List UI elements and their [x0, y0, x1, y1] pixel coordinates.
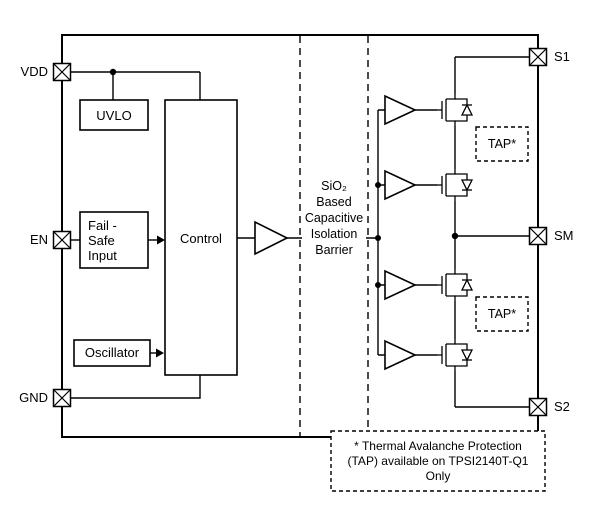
pin-symbol-gnd [52, 388, 72, 408]
pin-symbol-s2 [528, 397, 548, 417]
gate-driver-4 [384, 339, 417, 371]
uvlo-box [79, 99, 149, 131]
block-control: Control [164, 99, 238, 376]
pin-vdd: VDD [21, 62, 72, 82]
gate-driver-2 [384, 169, 417, 201]
tap-label-bottom: TAP* [488, 307, 516, 321]
block-fail-safe-input: Fail - Safe Input [79, 211, 149, 269]
wire-gate-lines [415, 109, 437, 356]
block-uvlo: UVLO [79, 99, 149, 131]
pin-symbol-vdd [52, 62, 72, 82]
barrier-text-2: Based [316, 195, 351, 209]
footnote-line-3: Only [426, 469, 451, 483]
dot-bus-2 [375, 235, 381, 241]
dot-vdd [109, 68, 117, 76]
pin-label-sm: SM [554, 228, 574, 243]
wire-driver-bus [377, 109, 385, 356]
isolation-barrier: SiO₂ Based Capacitive Isolation Barrier [299, 36, 369, 436]
fail-safe-label-2: Safe [88, 233, 115, 248]
control-box [164, 99, 238, 376]
pin-label-s2: S2 [554, 399, 570, 414]
dot-sm [451, 232, 459, 240]
tap-box-top [475, 126, 529, 162]
wire-gnd [70, 375, 201, 399]
control-label: Control [180, 231, 222, 246]
junction-dots [109, 68, 459, 288]
arrow-oscillator [156, 348, 164, 358]
tap-callout-bottom: TAP* [475, 296, 529, 332]
barrier-text-4: Isolation [311, 227, 358, 241]
pin-label-s1: S1 [554, 49, 570, 64]
tap-callout-top: TAP* [475, 126, 529, 162]
footnote-box [330, 430, 546, 492]
pin-s1: S1 [528, 47, 570, 67]
oscillator-box [73, 339, 151, 367]
gate-driver-1 [384, 94, 417, 126]
uvlo-label: UVLO [96, 108, 131, 123]
tap-label-top: TAP* [488, 137, 516, 151]
buffer-amp [254, 220, 289, 256]
barrier-text-3: Capacitive [305, 211, 363, 225]
pin-symbol-sm [528, 226, 548, 246]
footnote-callout: * Thermal Avalanche Protection (TAP) ava… [330, 430, 546, 492]
arrow-failsafe [157, 235, 165, 245]
pin-label-gnd: GND [19, 390, 48, 405]
pin-symbol-s1 [528, 47, 548, 67]
dot-bus-1 [375, 182, 381, 188]
barrier-text-backdrop [302, 176, 366, 260]
block-oscillator: Oscillator [73, 339, 151, 367]
pin-sm: SM [528, 226, 574, 246]
fail-safe-label-3: Input [88, 248, 117, 263]
barrier-text-5: Barrier [315, 243, 353, 257]
footnote-line-1: * Thermal Avalanche Protection [354, 439, 522, 453]
gate-driver-3 [384, 269, 417, 301]
pin-symbol-en [52, 230, 72, 250]
wire-vdd [70, 71, 201, 100]
pin-label-vdd: VDD [21, 64, 48, 79]
pin-en: EN [30, 230, 72, 250]
barrier-text-1: SiO₂ [321, 179, 347, 193]
fail-safe-label-1: Fail - [88, 218, 117, 233]
tap-box-bottom [475, 296, 529, 332]
pin-s2: S2 [528, 397, 570, 417]
footnote-line-2: (TAP) available on TPSI2140T-Q1 [348, 454, 529, 468]
dot-bus-3 [375, 282, 381, 288]
pin-label-en: EN [30, 232, 48, 247]
oscillator-label: Oscillator [85, 345, 140, 360]
arrowheads [156, 235, 165, 358]
fail-safe-box [79, 211, 149, 269]
pin-gnd: GND [19, 388, 72, 408]
